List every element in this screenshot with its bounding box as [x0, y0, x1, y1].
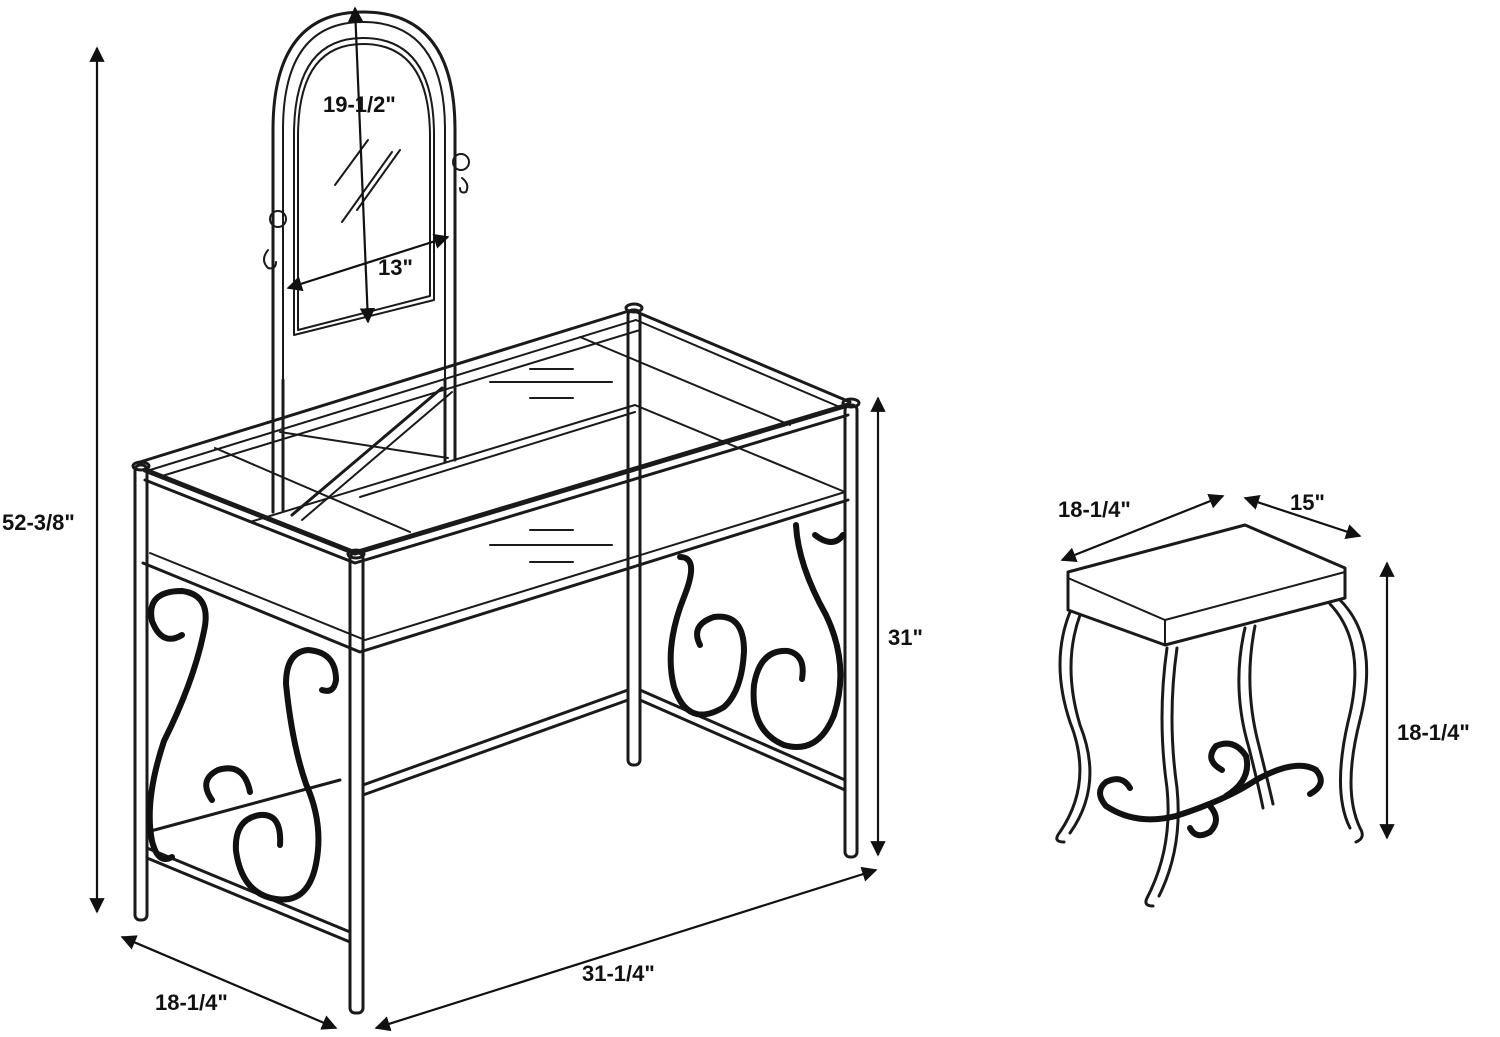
mirror-width-line — [286, 233, 450, 292]
dimension-lines — [89, 6, 1395, 1032]
mirror-width-label: 13" — [378, 255, 413, 280]
dimension-labels: 52-3/8" 19-1/2" 13" 31" 31-1/4" 18-1/4" … — [2, 92, 1470, 1015]
right-mirror-knob — [452, 153, 470, 171]
mirror-height-line — [347, 6, 376, 324]
right-scroll — [667, 554, 748, 718]
vanity-table — [131, 302, 861, 1015]
vanity-width-line — [374, 866, 878, 1032]
stool-depth-line — [1243, 495, 1362, 539]
stool — [1055, 523, 1369, 908]
stool-width-line — [1060, 493, 1225, 563]
left-mirror-knob — [269, 210, 287, 228]
vanity-depth-line — [120, 935, 338, 1030]
stool-depth-label: 15" — [1290, 490, 1325, 515]
stool-height-label: 18-1/4" — [1397, 720, 1470, 745]
vanity-width-label: 31-1/4" — [582, 961, 655, 986]
vanity-height-label: 31" — [888, 625, 923, 650]
vanity-depth-label: 18-1/4" — [155, 990, 228, 1015]
left-scroll-upper — [146, 587, 209, 862]
stool-width-label: 18-1/4" — [1058, 497, 1131, 522]
mirror-height-label: 19-1/2" — [323, 92, 396, 117]
overall-height-label: 52-3/8" — [2, 510, 75, 535]
